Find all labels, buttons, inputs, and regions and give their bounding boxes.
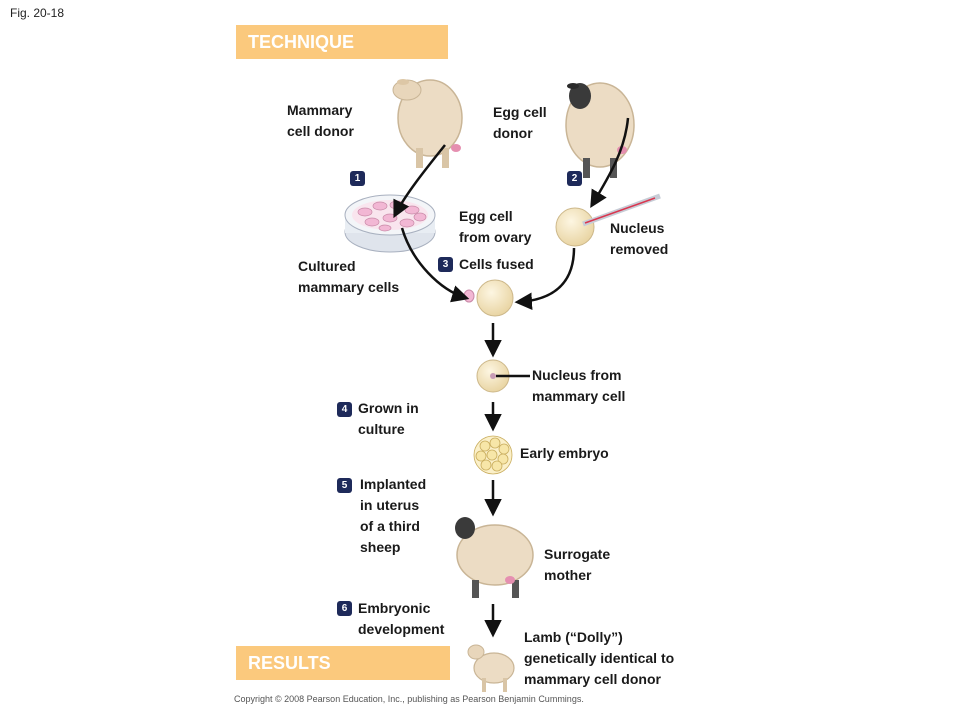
surrogate-sheep xyxy=(455,517,534,598)
copyright-notice: Copyright © 2008 Pearson Education, Inc.… xyxy=(234,694,584,704)
label-nucleus-from-mammary: Nucleus from mammary cell xyxy=(532,367,626,404)
nucleated-egg-cell xyxy=(476,359,530,393)
label-egg-from-ovary: Egg cell from ovary xyxy=(459,208,532,245)
early-embryo xyxy=(473,435,513,475)
step-badge-5: 5 xyxy=(337,478,352,493)
fused-egg-cell xyxy=(476,279,514,317)
label-egg-donor: Egg cell donor xyxy=(493,104,547,141)
petri-dish xyxy=(344,194,436,253)
egg-cell xyxy=(555,207,595,247)
results-banner: RESULTS xyxy=(236,646,450,680)
label-grown-in-culture: Grown in culture xyxy=(358,400,419,437)
mammary-cell-small xyxy=(463,289,475,303)
label-mammary-donor: Mammary cell donor xyxy=(287,102,354,139)
label-cultured-cells: Cultured mammary cells xyxy=(298,258,400,295)
egg-donor-sheep xyxy=(565,82,635,178)
step-badge-3: 3 xyxy=(438,257,453,272)
label-surrogate: Surrogate mother xyxy=(544,546,611,583)
micropipette xyxy=(582,193,661,227)
label-implanted: Implanted in uterus of a third sheep xyxy=(360,476,427,555)
figure-label: Fig. 20-18 xyxy=(10,6,65,20)
step-badge-6: 6 xyxy=(337,601,352,616)
step-badge-1: 1 xyxy=(350,171,365,186)
step-badge-2: 2 xyxy=(567,171,582,186)
step-badge-4: 4 xyxy=(337,402,352,417)
lamb-dolly xyxy=(467,644,515,692)
label-cells-fused: Cells fused xyxy=(459,256,534,272)
process-arrows xyxy=(393,117,630,638)
label-early-embryo: Early embryo xyxy=(520,445,609,461)
mammary-donor-sheep xyxy=(392,79,463,168)
label-embryonic-development: Embryonic development xyxy=(358,600,445,637)
technique-banner: TECHNIQUE xyxy=(236,25,448,59)
label-lamb: Lamb (“Dolly”) genetically identical to … xyxy=(524,629,675,687)
label-nucleus-removed: Nucleus removed xyxy=(610,220,669,257)
